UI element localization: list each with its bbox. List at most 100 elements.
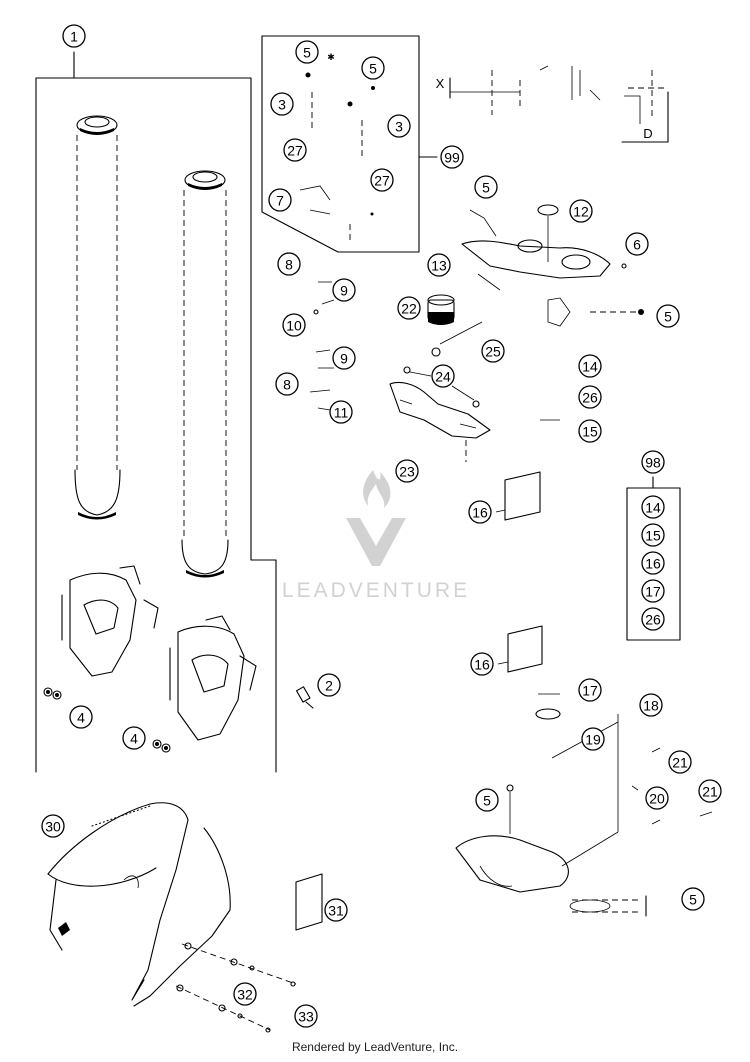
- callout-label: 19: [585, 732, 601, 748]
- callout-c33[interactable]: 33: [294, 1004, 318, 1028]
- callout-c4b[interactable]: 4: [122, 726, 146, 750]
- callout-c16a[interactable]: 16: [468, 500, 492, 524]
- callout-label: 98: [645, 455, 661, 471]
- callout-c5f[interactable]: 5: [681, 887, 705, 911]
- callout-c17b[interactable]: 17: [641, 579, 665, 603]
- callout-c19[interactable]: 19: [581, 727, 605, 751]
- fork-leg-group-frame: [35, 51, 277, 773]
- callout-c30[interactable]: 30: [41, 814, 65, 838]
- bleed-screw: [295, 686, 314, 709]
- callout-c26b[interactable]: 26: [641, 607, 665, 631]
- callout-label: 17: [645, 584, 661, 600]
- callout-c17a[interactable]: 17: [578, 678, 602, 702]
- callout-label: 21: [702, 784, 718, 800]
- callout-label: 4: [130, 731, 138, 747]
- dimension-d-label: D: [643, 126, 652, 141]
- callout-label: 31: [328, 903, 344, 919]
- callout-c23[interactable]: 23: [395, 459, 419, 483]
- callout-c16c[interactable]: 16: [470, 652, 494, 676]
- callout-label: 25: [485, 344, 501, 360]
- callout-label: 14: [645, 500, 661, 516]
- callout-c10[interactable]: 10: [282, 313, 306, 337]
- callout-c5e[interactable]: 5: [475, 788, 499, 812]
- fender-bolt-set: [175, 942, 297, 1033]
- callout-label: 5: [303, 45, 311, 61]
- callout-label: 17: [582, 683, 598, 699]
- callout-c2[interactable]: 2: [317, 673, 341, 697]
- callout-c9a[interactable]: 9: [332, 278, 356, 302]
- svg-text:✱: ✱: [327, 52, 335, 62]
- callout-c6[interactable]: 6: [625, 232, 649, 256]
- front-fender: [47, 802, 231, 1007]
- callout-c5c[interactable]: 5: [474, 175, 498, 199]
- callout-c16b[interactable]: 16: [641, 551, 665, 575]
- callout-c7[interactable]: 7: [268, 188, 292, 212]
- callout-c5d[interactable]: 5: [656, 304, 680, 328]
- callout-label: 99: [444, 150, 460, 166]
- callout-c12[interactable]: 12: [569, 199, 593, 223]
- callout-label: 5: [483, 793, 491, 809]
- callout-label: 7: [276, 193, 284, 209]
- callout-label: 8: [285, 257, 293, 273]
- callout-label: 5: [482, 180, 490, 196]
- callout-c21a[interactable]: 21: [668, 750, 692, 774]
- callout-c8a[interactable]: 8: [277, 252, 301, 276]
- callout-c9b[interactable]: 9: [332, 346, 356, 370]
- callout-c25[interactable]: 25: [481, 339, 505, 363]
- callout-c1[interactable]: 1: [62, 24, 86, 48]
- callout-c14a[interactable]: 14: [578, 354, 602, 378]
- callout-label: 24: [435, 369, 451, 385]
- callout-label: 22: [401, 301, 417, 317]
- callout-c4a[interactable]: 4: [69, 705, 93, 729]
- callout-c99[interactable]: 99: [440, 145, 464, 169]
- seal-and-clip-column: [309, 281, 335, 411]
- callout-c31[interactable]: 31: [324, 898, 348, 922]
- callout-c11[interactable]: 11: [329, 400, 353, 424]
- callout-c3a[interactable]: 3: [270, 92, 294, 116]
- callout-label: 27: [374, 173, 390, 189]
- callout-label: 23: [399, 464, 415, 480]
- callout-c14b[interactable]: 14: [641, 495, 665, 519]
- callout-label: 15: [582, 424, 598, 440]
- callout-c18[interactable]: 18: [639, 693, 663, 717]
- adjuster-knob: [427, 294, 455, 325]
- callout-c5a[interactable]: 5: [295, 40, 319, 64]
- dimension-x-label: X: [436, 76, 445, 91]
- callout-c3b[interactable]: 3: [387, 114, 411, 138]
- callout-label: 13: [431, 258, 447, 274]
- callout-label: 21: [672, 755, 688, 771]
- callout-label: 14: [582, 359, 598, 375]
- callout-label: 20: [649, 791, 665, 807]
- callout-label: 5: [664, 309, 672, 325]
- callout-c22[interactable]: 22: [397, 296, 421, 320]
- leader-lines: [409, 371, 560, 421]
- callout-c15b[interactable]: 15: [641, 523, 665, 547]
- fork-guard-upper: [495, 471, 541, 521]
- callout-c8b[interactable]: 8: [275, 372, 299, 396]
- kit-98-frame: [626, 476, 681, 641]
- axle-nut-set-left: [43, 687, 62, 700]
- callout-label: 26: [645, 612, 661, 628]
- callout-c21b[interactable]: 21: [698, 779, 722, 803]
- callout-c24[interactable]: 24: [431, 364, 455, 388]
- fork-leg-right: [169, 170, 257, 741]
- callout-label: 5: [689, 892, 697, 908]
- callout-label: 10: [286, 318, 302, 334]
- callout-c32[interactable]: 32: [233, 982, 257, 1006]
- callout-label: 30: [45, 819, 61, 835]
- callout-c5b[interactable]: 5: [361, 56, 385, 80]
- callout-label: 3: [395, 119, 403, 135]
- callout-c98[interactable]: 98: [641, 450, 665, 474]
- callout-c15a[interactable]: 15: [578, 419, 602, 443]
- callout-c13[interactable]: 13: [427, 253, 451, 277]
- callout-c27a[interactable]: 27: [283, 138, 307, 162]
- callout-label: 4: [77, 710, 85, 726]
- callout-c20[interactable]: 20: [645, 786, 669, 810]
- callout-label: 18: [643, 698, 659, 714]
- watermark-logo: LEADVENTURE: [282, 470, 467, 602]
- callout-c26a[interactable]: 26: [578, 385, 602, 409]
- callout-c27b[interactable]: 27: [370, 168, 394, 192]
